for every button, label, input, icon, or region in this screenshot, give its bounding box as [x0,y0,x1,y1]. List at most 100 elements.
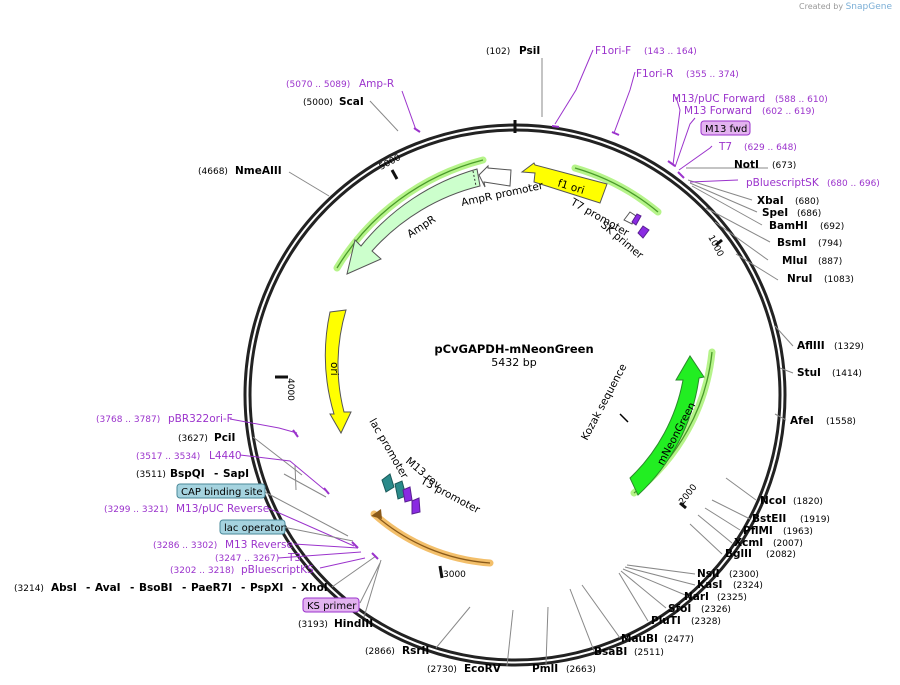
enzyme-bsteii: BstEII [752,513,786,525]
primer-t7: T7 [718,141,732,153]
f1-ori-arrow [520,162,608,204]
primer-m13puc-forward-pos: (588 .. 610) [775,95,828,105]
enzyme-bsteii-pos: (1919) [800,515,830,525]
primer-ks: KS primer [307,601,357,612]
enzyme-rsrii: RsrII [402,645,429,657]
enzyme-nmeaiii-pos: (4668) [198,167,228,177]
enzyme-pflmi-pos: (1963) [783,527,813,537]
sk-primer-arrow-2 [637,225,650,239]
enzyme-pluti: PluTI [651,615,681,627]
plasmid-name: pCvGAPDH-mNeonGreen [434,342,593,356]
enzyme-pspxi: PspXI [250,582,283,594]
primer-m13-reverse-pos: (3286 .. 3302) [153,541,217,551]
primer-t7-pos: (629 .. 648) [744,143,797,153]
enzyme-bsmi: BsmI [777,237,806,249]
enzyme-ncoi: NcoI [760,495,786,507]
credit-prefix: Created by [799,2,844,11]
enzyme-pcii: PciI [214,432,235,444]
lac-operator-label-box [219,519,286,535]
enzyme-ncoi-pos: (1820) [793,497,823,507]
enzyme-spei-pos: (686) [797,209,821,219]
enzyme-xcmi-pos: (2007) [773,539,803,549]
primer-pbr322ori-f: pBR322ori-F [168,413,233,425]
enzyme-bspqi-pos: (3511) [136,470,166,480]
primer-f1ori-f-pos: (143 .. 164) [644,47,697,57]
enzyme-ecorv: EcoRV [464,663,502,675]
sep-2: - [130,582,134,594]
enzyme-pflmi: PflMI [743,525,773,537]
enzyme-afliii: AflIII [797,340,825,352]
snapgene-credit: Created by SnapGene [799,2,892,12]
mneongreen-arrow [629,355,705,496]
enzyme-rsrii-pos: (2866) [365,647,395,657]
enzyme-scai-pos: (5000) [303,98,333,108]
enzyme-spei: SpeI [762,207,788,219]
enzyme-kasi: KasI [697,579,722,591]
enzyme-xbai-pos: (680) [795,197,819,207]
primer-pbluescriptks-pos: (3202 .. 3218) [170,566,234,576]
primer-pbluescriptsk: pBluescriptSK [746,177,820,189]
enzyme-xbai: XbaI [757,195,784,207]
enzyme-nsii: NsiI [697,568,720,580]
enzyme-bsobi: BsoBI [139,582,172,594]
enzyme-xcmi: XcmI [734,537,763,549]
enzyme-nsii-pos: (2300) [729,570,759,580]
primer-f1ori-r: F1ori-R [636,68,673,80]
enzyme-bsabi: BsaBI [594,646,627,658]
enzyme-nrui: NruI [787,273,812,285]
ampr-arrow [346,168,481,275]
enzyme-psii: PsiI [519,45,540,57]
cap-binding-site: CAP binding site [181,487,263,498]
enzyme-hindiii-pos: (3193) [298,620,328,630]
primer-ticks [292,125,685,560]
ampr-promoter-arrow [478,164,512,188]
enzyme-afei-pos: (1558) [826,417,856,427]
tick-4000: 4000 [285,378,295,401]
lac-promoter-arrow [381,473,395,493]
enzyme-noti-pos: (673) [772,161,796,171]
enzyme-afliii-pos: (1329) [834,342,864,352]
enzyme-paer7i: PaeR7I [191,582,232,594]
primer-m13-forward: M13 Forward [684,105,752,117]
enzyme-pcii-pos: (3627) [178,434,208,444]
enzyme-bamhi-pos: (692) [820,222,844,232]
leader-lines [229,49,794,667]
enzyme-maubi-pos: (2477) [664,635,694,645]
primer-f1ori-f: F1ori-F [595,45,631,57]
enzyme-stui-pos: (1414) [832,369,862,379]
ori-label: ori [328,362,340,376]
primer-m13-fwd: M13 fwd [705,124,747,135]
tick-1000: 1000 [705,234,725,259]
enzyme-pluti-pos: (2328) [691,617,721,627]
primer-f1ori-r-pos: (355 .. 374) [686,70,739,80]
primer-amp-r-pos: (5070 .. 5089) [286,80,350,90]
primer-pbluescriptks: pBluescriptKS [241,564,314,576]
enzyme-nari-pos: (2325) [717,593,747,603]
primer-t3-pos: (3247 .. 3267) [215,554,279,564]
enzyme-bsmi-pos: (794) [818,239,842,249]
enzyme-mlui-pos: (887) [818,257,842,267]
enzyme-afei: AfeI [790,415,814,427]
tick-3000: 3000 [443,570,466,580]
enzyme-bspqi: BspQI [170,468,205,480]
enzyme-mlui: MluI [782,255,807,267]
primer-m13puc-forward: M13/pUC Forward [672,93,765,105]
enzyme-absi-pos: (3214) [14,584,44,594]
enzyme-hindiii: HindIII [334,618,373,630]
primer-pbr322ori-f-pos: (3768 .. 3787) [96,415,160,425]
enzyme-absi: AbsI [51,582,77,594]
enzyme-sapi: SapI [223,468,249,480]
primer-m13-reverse: M13 Reverse [225,539,293,551]
enzyme-maubi: MauBI [621,633,658,645]
enzyme-psii-pos: (102) [486,47,510,57]
enzyme-nrui-pos: (1083) [824,275,854,285]
primer-amp-r: Amp-R [359,78,394,90]
sep-6: - [214,468,218,480]
plasmid-length: 5432 bp [491,356,536,369]
sep-4: - [241,582,245,594]
ks-primer-box [302,597,360,613]
primer-l4440-pos: (3517 .. 3534) [136,452,200,462]
enzyme-sfoi: SfoI [668,603,691,615]
orange-feature-arrow [371,509,382,519]
